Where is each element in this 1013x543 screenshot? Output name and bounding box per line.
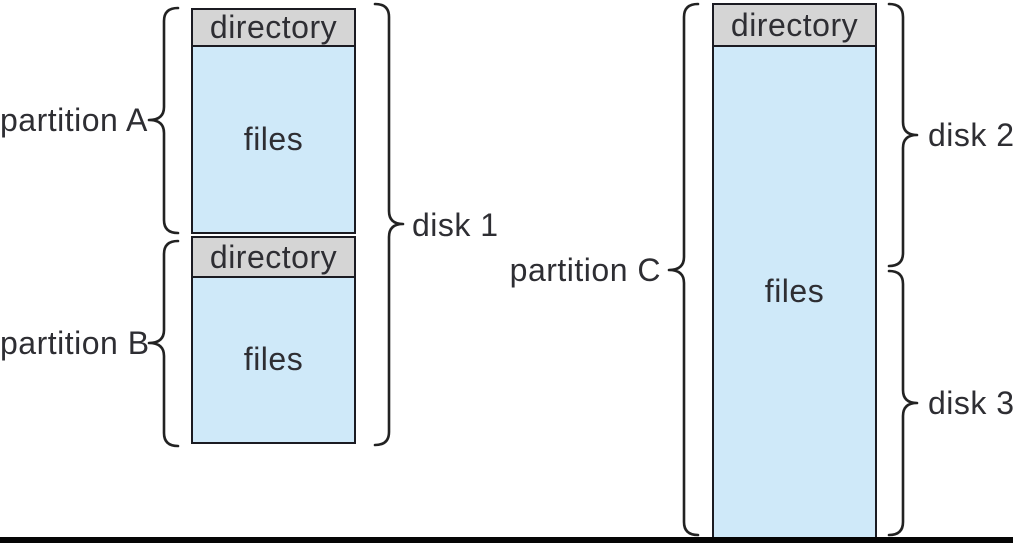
disk-3-brace (887, 269, 919, 537)
partition-b-files-box: files (191, 275, 356, 444)
partition-a-label: partition A (0, 102, 148, 138)
partition-c-files-label: files (764, 273, 825, 309)
partition-c-brace (667, 2, 700, 537)
disk-1-brace (373, 2, 405, 447)
partition-a-directory-label: directory (209, 9, 338, 45)
partition-b-brace (147, 239, 180, 448)
disk-1-label: disk 1 (412, 207, 499, 243)
partition-a-brace (147, 6, 180, 235)
partition-c-directory-label: directory (730, 6, 859, 43)
partition-c-files-box: files (712, 44, 877, 539)
partition-c-directory-box: directory (712, 3, 877, 47)
disk-3-label: disk 3 (928, 385, 1013, 421)
disk-2-label: disk 2 (928, 117, 1013, 153)
partition-a-directory-box: directory (191, 8, 356, 47)
partition-b-label: partition B (0, 325, 150, 361)
partition-a-files-box: files (191, 44, 356, 234)
partition-b-files-label: files (243, 341, 304, 377)
partition-c-label: partition C (509, 252, 661, 288)
bottom-rule (0, 537, 1013, 543)
partition-b-directory-label: directory (209, 238, 338, 275)
partition-a-files-label: files (243, 120, 304, 157)
disk-2-brace (887, 2, 919, 268)
partition-b-directory-box: directory (191, 236, 356, 278)
